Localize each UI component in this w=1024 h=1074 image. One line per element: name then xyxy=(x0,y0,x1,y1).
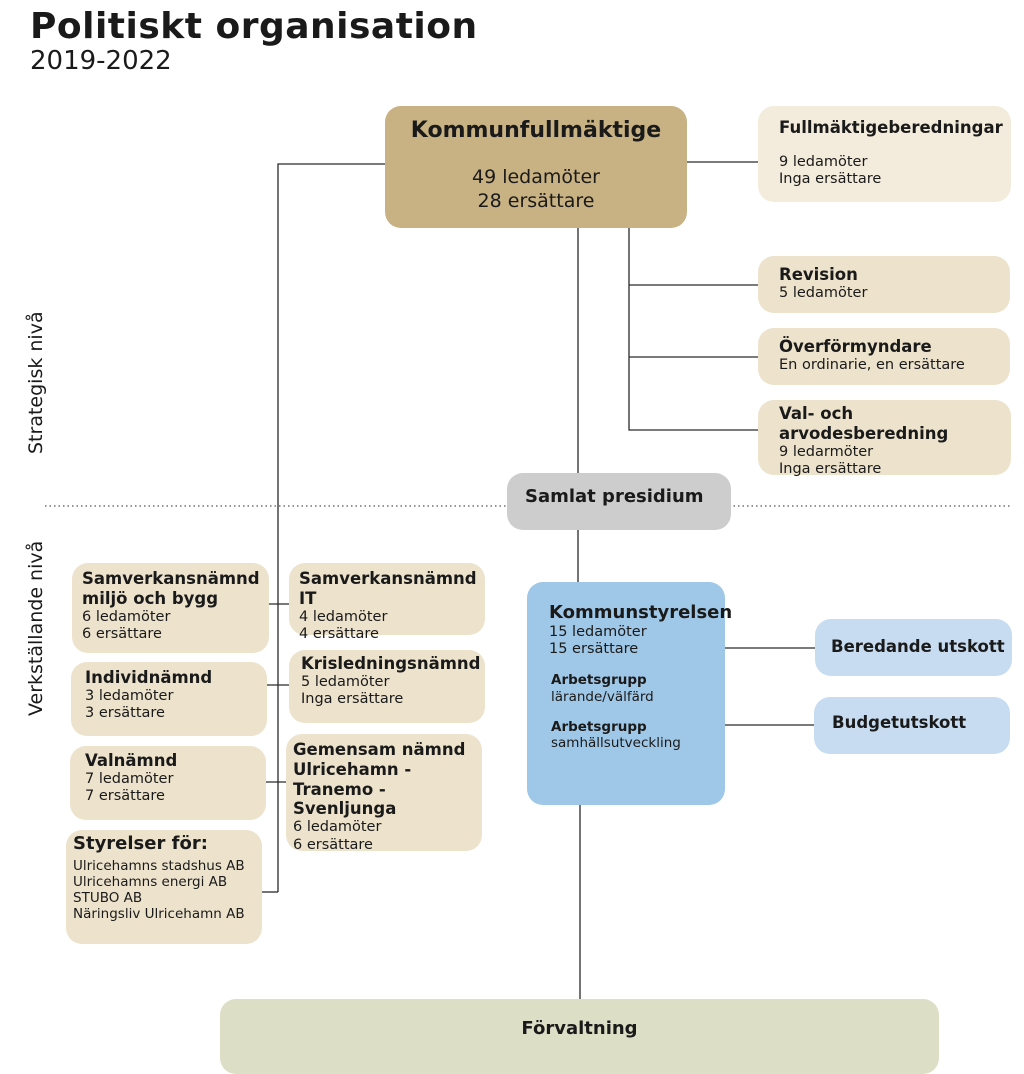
fullmaktigeberedningar-title: Fullmäktigeberedningar xyxy=(779,118,1003,137)
valarvode-line2: Inga ersättare xyxy=(779,460,882,477)
styrelser-item: STUBO AB xyxy=(73,889,143,906)
styrelser-title: Styrelser för: xyxy=(73,833,208,854)
overformyndare-line1: En ordinarie, en ersättare xyxy=(779,356,965,373)
gemensam-line2: 6 ersättare xyxy=(293,836,373,853)
krisledning-box: Krisledningsnämnd 5 ledamöter Inga ersät… xyxy=(289,650,485,723)
revision-line1: 5 ledamöter xyxy=(779,284,868,301)
valarvode-box: Val- och arvodesberedning 9 ledarmöter I… xyxy=(758,400,1011,477)
presidium-box: Samlat presidium xyxy=(507,473,731,530)
samverkan-it-box: Samverkansnämnd IT 4 ledamöter 4 ersätta… xyxy=(289,563,485,642)
kommunfullmaktige-title: Kommunfullmäktige xyxy=(410,118,662,143)
fullmaktigeberedningar-line1: 9 ledamöter xyxy=(779,153,868,170)
gemensam-line1: 6 ledamöter xyxy=(293,819,382,836)
valnamnd-title: Valnämnd xyxy=(85,751,178,770)
arbetsgrupp-1-text: lärande/välfärd xyxy=(551,688,654,705)
arbetsgrupp-2-title: Arbetsgrupp xyxy=(551,718,647,735)
kommunfullmaktige-line2: 28 ersättare xyxy=(477,190,595,213)
samverkan-miljo-title: Samverkansnämnd miljö och bygg xyxy=(82,569,260,608)
individnamnd-title: Individnämnd xyxy=(85,668,213,687)
arbetsgrupp-1-title: Arbetsgrupp xyxy=(551,672,647,689)
krisledning-line1: 5 ledamöter xyxy=(301,673,390,690)
connector-kf-left xyxy=(277,163,385,892)
samverkan-miljo-line1: 6 ledamöter xyxy=(82,608,171,625)
arbetsgrupp-2-text: samhällsutveckling xyxy=(551,734,681,751)
valarvode-line1: 9 ledarmöter xyxy=(779,443,874,460)
styrelser-item: Ulricehamns stadshus AB xyxy=(73,857,245,874)
page-title: Politiskt organisation xyxy=(30,6,478,47)
styrelser-box: Styrelser för: Ulricehamns stadshus AB U… xyxy=(66,830,262,944)
gemensam-title: Gemensam nämnd Ulricehamn - Tranemo - Sv… xyxy=(293,740,466,819)
forvaltning-title: Förvaltning xyxy=(521,1018,638,1039)
samverkan-miljo-line2: 6 ersättare xyxy=(82,625,162,642)
kommunfullmaktige-line1: 49 ledamöter xyxy=(472,166,600,189)
individnamnd-line1: 3 ledamöter xyxy=(85,687,174,704)
samverkan-it-line1: 4 ledamöter xyxy=(299,608,388,625)
styrelser-item: Ulricehamns energi AB xyxy=(73,873,228,890)
overformyndare-box: Överförmyndare En ordinarie, en ersättar… xyxy=(758,328,1010,385)
beredande-box: Beredande utskott xyxy=(815,619,1012,676)
budget-title: Budgetutskott xyxy=(832,713,967,732)
page-subtitle: 2019-2022 xyxy=(30,46,172,76)
fullmaktigeberedningar-line2: Inga ersättare xyxy=(779,171,882,188)
styrelser-item: Näringsliv Ulricehamn AB xyxy=(73,906,245,923)
valarvode-title: Val- och arvodesberedning xyxy=(779,404,949,443)
kommunstyrelsen-line1: 15 ledamöter xyxy=(549,623,647,640)
samverkan-it-title: Samverkansnämnd IT xyxy=(299,569,477,608)
connector-revision-group xyxy=(628,228,758,431)
gemensam-box: Gemensam nämnd Ulricehamn - Tranemo - Sv… xyxy=(286,734,482,853)
kommunfullmaktige-box: Kommunfullmäktige 49 ledamöter 28 ersätt… xyxy=(385,106,687,228)
valnamnd-line2: 7 ersättare xyxy=(85,788,165,805)
krisledning-line2: Inga ersättare xyxy=(301,691,404,708)
valnamnd-box: Valnämnd 7 ledamöter 7 ersättare xyxy=(70,746,266,820)
overformyndare-title: Överförmyndare xyxy=(779,337,932,356)
kommunstyrelsen-title: Kommunstyrelsen xyxy=(549,602,733,623)
budget-box: Budgetutskott xyxy=(814,697,1010,754)
individnamnd-box: Individnämnd 3 ledamöter 3 ersättare xyxy=(71,662,267,736)
samverkan-it-line2: 4 ersättare xyxy=(299,625,379,642)
samverkan-miljo-box: Samverkansnämnd miljö och bygg 6 ledamöt… xyxy=(72,563,269,653)
forvaltning-box: Förvaltning xyxy=(220,999,939,1074)
kommunfullmaktige-members: 49 ledamöter 28 ersättare xyxy=(385,166,687,214)
beredande-title: Beredande utskott xyxy=(831,637,1005,656)
kommunstyrelsen-line2: 15 ersättare xyxy=(549,640,639,657)
krisledning-title: Krisledningsnämnd xyxy=(301,654,481,673)
valnamnd-line1: 7 ledamöter xyxy=(85,770,174,787)
fullmaktigeberedningar-box: Fullmäktigeberedningar 9 ledamöter Inga … xyxy=(758,106,1011,202)
revision-box: Revision 5 ledamöter xyxy=(758,256,1010,313)
revision-title: Revision xyxy=(779,265,858,284)
kommunstyrelsen-box: Kommunstyrelsen 15 ledamöter 15 ersättar… xyxy=(527,582,733,805)
presidium-title: Samlat presidium xyxy=(525,486,704,507)
individnamnd-line2: 3 ersättare xyxy=(85,705,165,722)
